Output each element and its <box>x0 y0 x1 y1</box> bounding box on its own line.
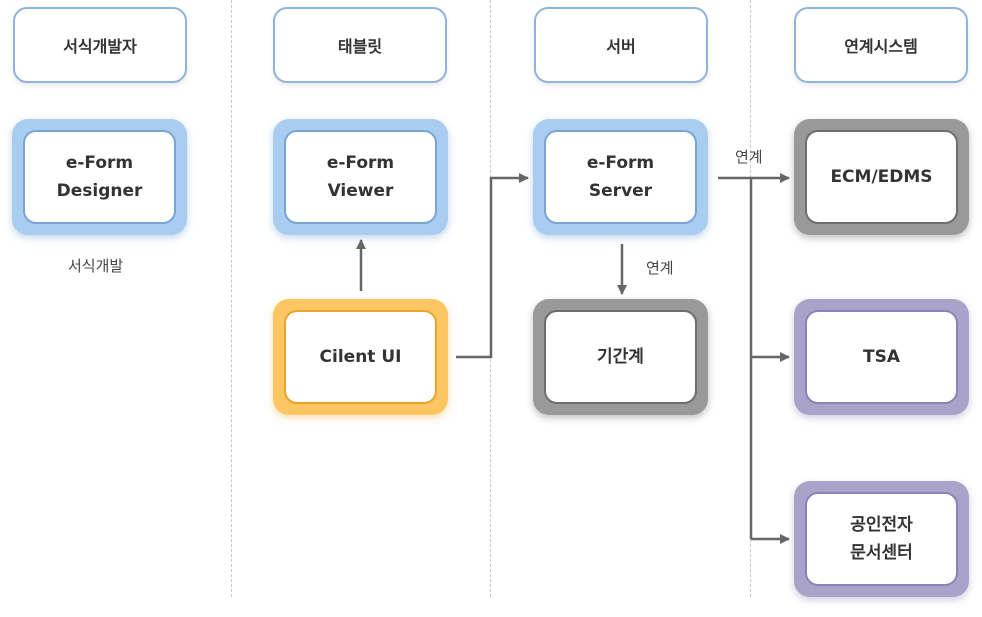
node-eform-server-label: e-Form Server <box>544 130 697 224</box>
link-label-server-core: 연계 <box>646 259 674 277</box>
node-eform-designer-label: e-Form Designer <box>23 130 176 224</box>
header-server: 서버 <box>534 7 708 83</box>
node-certified-doc-center: 공인전자 문서센터 <box>794 481 969 597</box>
node-ecm-edms: ECM/EDMS <box>794 119 969 235</box>
node-eform-viewer-label: e-Form Viewer <box>284 130 437 224</box>
header-linked-systems: 연계시스템 <box>794 7 968 83</box>
node-certified-doc-center-label: 공인전자 문서센터 <box>805 492 958 586</box>
node-core-system: 기간계 <box>533 299 708 415</box>
designer-caption: 서식개발 <box>68 257 124 275</box>
link-label-server-systems: 연계 <box>735 148 763 166</box>
node-core-system-label: 기간계 <box>544 310 697 404</box>
node-client-ui: Cilent UI <box>273 299 448 415</box>
node-tsa-label: TSA <box>805 310 958 404</box>
column-divider <box>231 0 232 597</box>
node-eform-server: e-Form Server <box>533 119 708 235</box>
node-eform-viewer: e-Form Viewer <box>273 119 448 235</box>
arrow-client-to-server <box>456 173 529 359</box>
node-tsa: TSA <box>794 299 969 415</box>
node-ecm-edms-label: ECM/EDMS <box>805 130 958 224</box>
node-client-ui-label: Cilent UI <box>284 310 437 404</box>
header-form-developer: 서식개발자 <box>13 7 187 83</box>
header-tablet: 태블릿 <box>273 7 447 83</box>
node-eform-designer: e-Form Designer <box>12 119 187 235</box>
